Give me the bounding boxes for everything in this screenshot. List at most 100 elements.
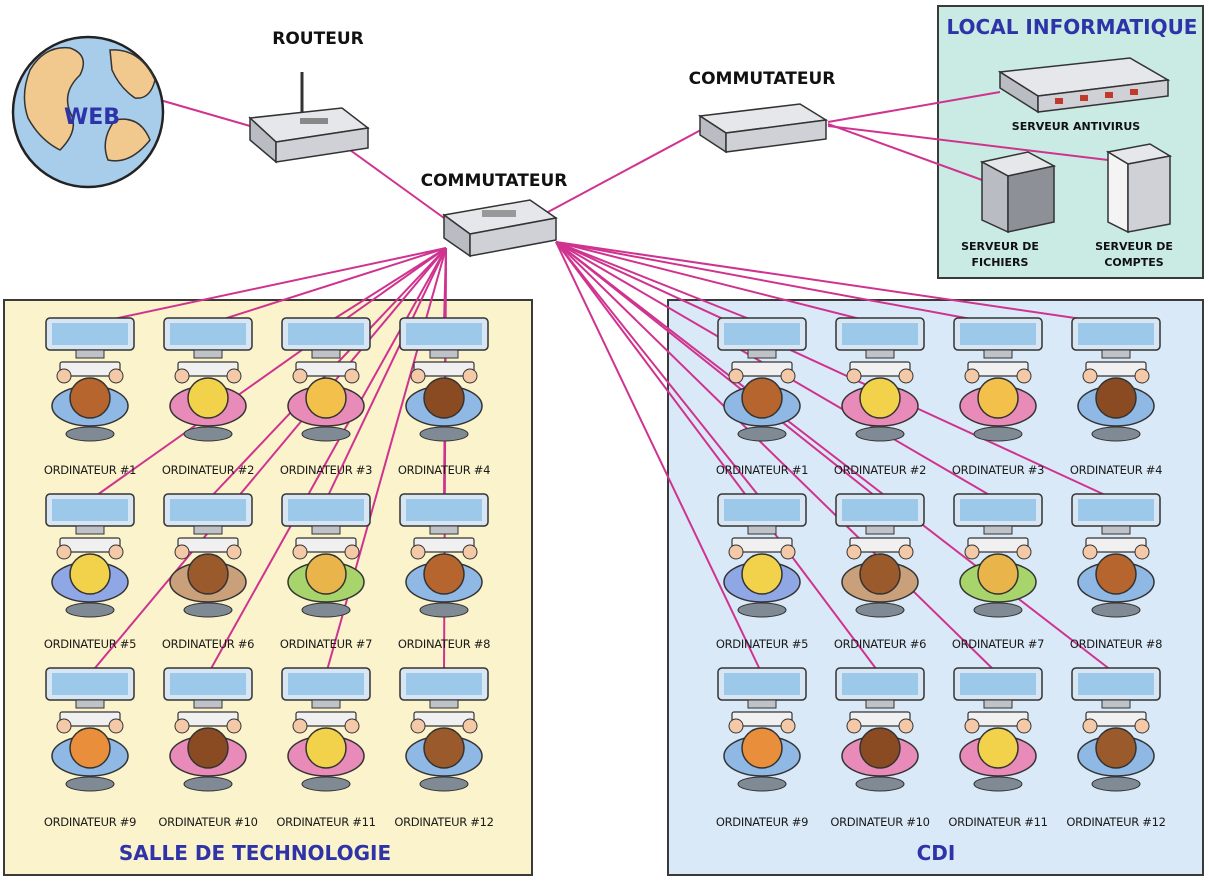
monitor-stand xyxy=(983,349,1013,359)
chair xyxy=(855,602,905,618)
chair xyxy=(973,776,1023,792)
keyboard xyxy=(177,711,239,727)
person-head xyxy=(69,553,111,595)
person-hand xyxy=(410,544,426,560)
accounts-server-label-line2: COMPTES xyxy=(1104,256,1163,269)
monitor-screen xyxy=(288,499,364,521)
workstation: ORDINATEUR #9 xyxy=(44,667,136,829)
person-hand xyxy=(108,368,124,384)
person-hand xyxy=(344,544,360,560)
keyboard xyxy=(1085,537,1147,553)
chair xyxy=(737,602,787,618)
workstation: ORDINATEUR #6 xyxy=(162,493,254,651)
cable-workstation xyxy=(555,241,881,325)
monitor-screen xyxy=(288,323,364,345)
person-head xyxy=(305,377,347,419)
workstation: ORDINATEUR #12 xyxy=(1066,667,1166,829)
person-hand xyxy=(898,718,914,734)
workstation-label: ORDINATEUR #12 xyxy=(394,815,493,829)
cable-workstation xyxy=(325,247,447,501)
file-server-label-line1: SERVEUR DE xyxy=(961,240,1039,253)
person-hand xyxy=(846,718,862,734)
person-head xyxy=(859,727,901,769)
server-switch: COMMUTATEUR xyxy=(689,69,835,154)
monitor-screen xyxy=(1078,499,1154,521)
chair xyxy=(419,776,469,792)
local-informatique-title: LOCAL INFORMATIQUE xyxy=(947,15,1198,39)
file-server: SERVEUR DE FICHIERS xyxy=(961,151,1057,269)
chair xyxy=(183,776,233,792)
salle-technologie-title: SALLE DE TECHNOLOGIE xyxy=(119,841,391,865)
workstation-label: ORDINATEUR #5 xyxy=(716,637,808,651)
web-globe: WEB xyxy=(11,35,165,189)
router: ROUTEUR xyxy=(248,29,370,164)
monitor-stand xyxy=(429,699,459,709)
chair xyxy=(65,776,115,792)
chair xyxy=(855,776,905,792)
monitor-stand xyxy=(75,525,105,535)
cable-workstation xyxy=(325,247,447,325)
person-hand xyxy=(780,368,796,384)
person-hand xyxy=(1134,368,1150,384)
monitor-stand xyxy=(1101,699,1131,709)
keyboard xyxy=(413,361,475,377)
person-hand xyxy=(1016,368,1032,384)
person-head xyxy=(977,553,1019,595)
monitor-stand xyxy=(311,525,341,535)
workstation-label: ORDINATEUR #4 xyxy=(398,463,490,477)
workstation: ORDINATEUR #12 xyxy=(394,667,494,829)
person-hand xyxy=(1016,544,1032,560)
cable-workstation xyxy=(89,247,447,675)
keyboard xyxy=(413,537,475,553)
cable-workstation xyxy=(89,247,447,501)
keyboard xyxy=(967,537,1029,553)
person-hand xyxy=(1134,544,1150,560)
person-hand xyxy=(964,718,980,734)
monitor-stand xyxy=(865,699,895,709)
cable-workstation xyxy=(207,247,447,325)
person-head xyxy=(1095,377,1137,419)
monitor-screen xyxy=(842,323,918,345)
monitor-screen xyxy=(960,323,1036,345)
monitor-screen xyxy=(406,673,482,695)
cable-workstation xyxy=(555,241,763,675)
cable-workstation xyxy=(555,241,1117,325)
cable-workstation xyxy=(555,241,999,325)
chair xyxy=(301,426,351,442)
workstation-label: ORDINATEUR #6 xyxy=(162,637,254,651)
cable-web-router xyxy=(159,99,251,127)
person-hand xyxy=(964,368,980,384)
workstation: ORDINATEUR #11 xyxy=(948,667,1048,829)
monitor-screen xyxy=(52,673,128,695)
person-head xyxy=(741,377,783,419)
chair xyxy=(65,602,115,618)
workstation: ORDINATEUR #4 xyxy=(398,317,490,477)
chair xyxy=(855,426,905,442)
keyboard xyxy=(849,537,911,553)
file-server-label-line2: FICHIERS xyxy=(972,256,1029,269)
workstation-label: ORDINATEUR #8 xyxy=(1070,637,1162,651)
person-hand xyxy=(410,718,426,734)
monitor-stand xyxy=(983,525,1013,535)
monitor-stand xyxy=(193,699,223,709)
monitor-screen xyxy=(288,673,364,695)
person-head xyxy=(977,727,1019,769)
workstation: ORDINATEUR #5 xyxy=(716,493,808,651)
monitor-stand xyxy=(75,349,105,359)
workstation-label: ORDINATEUR #11 xyxy=(276,815,375,829)
chair xyxy=(737,426,787,442)
main-switch: COMMUTATEUR xyxy=(421,171,567,258)
keyboard xyxy=(849,361,911,377)
person-head xyxy=(1095,553,1137,595)
person-hand xyxy=(174,544,190,560)
person-hand xyxy=(292,718,308,734)
workstation: ORDINATEUR #11 xyxy=(276,667,376,829)
chair xyxy=(973,602,1023,618)
monitor-stand xyxy=(983,699,1013,709)
person-head xyxy=(423,727,465,769)
workstation-label: ORDINATEUR #1 xyxy=(716,463,808,477)
monitor-stand xyxy=(865,525,895,535)
workstation-label: ORDINATEUR #3 xyxy=(952,463,1044,477)
monitor-screen xyxy=(52,499,128,521)
monitor-screen xyxy=(842,499,918,521)
